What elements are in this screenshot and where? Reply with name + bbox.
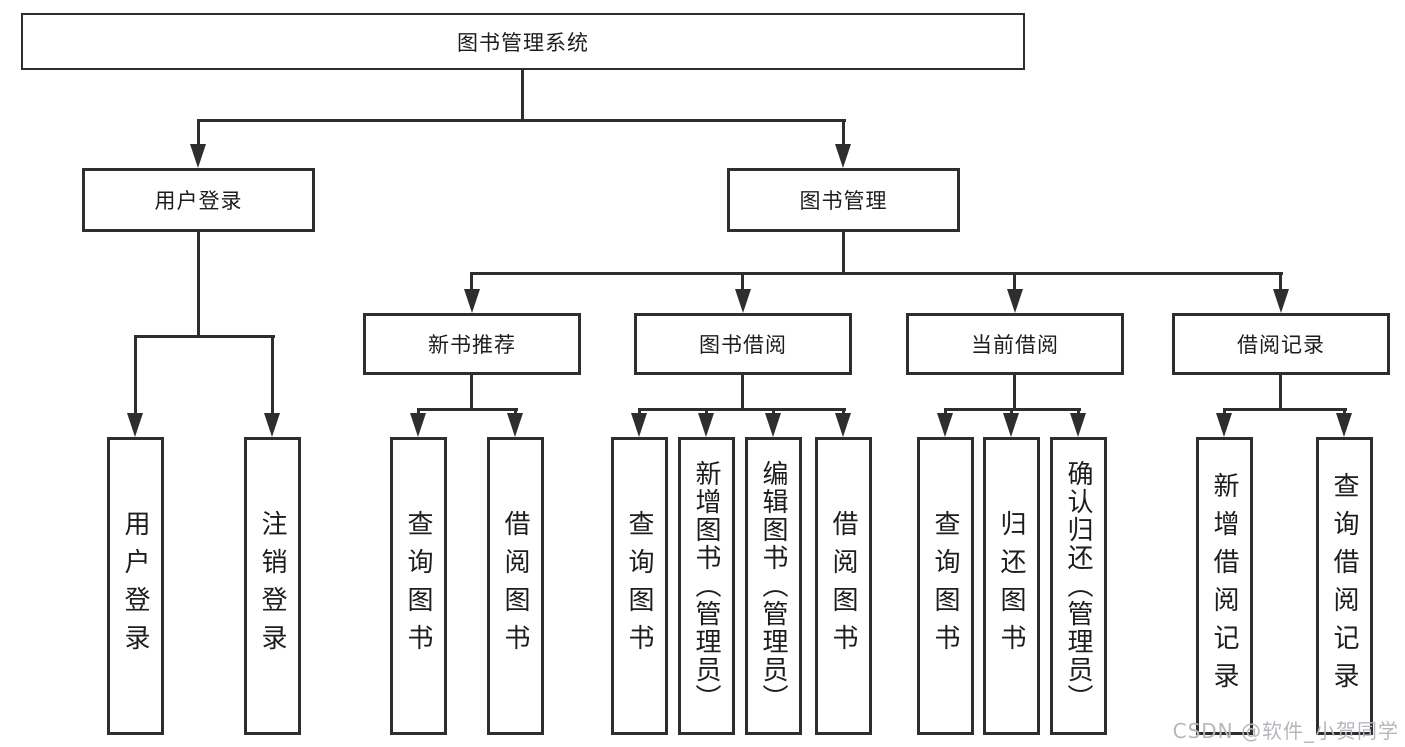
arrowhead-down-icon <box>1007 289 1023 313</box>
arrowhead-down-icon <box>631 413 647 437</box>
leaf-cb-return-book: 归还图书 <box>983 437 1040 735</box>
leaf-br-add-record: 新增借阅记录 <box>1196 437 1253 735</box>
leaf-br-query-record: 查询借阅记录 <box>1316 437 1373 735</box>
node-current-borrow: 当前借阅 <box>906 313 1124 375</box>
leaf-cb-confirm-return-admin: 确认归还（管理员） <box>1050 437 1107 735</box>
connector-vline <box>842 232 845 275</box>
leaf-logout: 注销登录 <box>244 437 301 735</box>
connector-hline <box>197 119 846 122</box>
arrowhead-down-icon <box>1336 413 1352 437</box>
node-user-login: 用户登录 <box>82 168 315 232</box>
connector-vline <box>271 335 274 420</box>
arrowhead-down-icon <box>835 144 851 168</box>
node-borrow-records: 借阅记录 <box>1172 313 1390 375</box>
connector-hline <box>470 272 1283 275</box>
connector-hline <box>638 408 846 411</box>
arrowhead-down-icon <box>1070 413 1086 437</box>
connector-vline <box>1279 272 1282 294</box>
connector-vline <box>1013 375 1016 411</box>
arrowhead-down-icon <box>1216 413 1232 437</box>
arrowhead-down-icon <box>190 144 206 168</box>
connector-vline <box>197 232 200 338</box>
node-book-borrow: 图书借阅 <box>634 313 852 375</box>
leaf-bb-borrow-book: 借阅图书 <box>815 437 872 735</box>
arrowhead-down-icon <box>127 413 143 437</box>
leaf-bb-add-book-admin: 新增图书（管理员） <box>678 437 735 735</box>
arrowhead-down-icon <box>1273 289 1289 313</box>
connector-vline <box>1279 375 1282 411</box>
leaf-cb-query-book: 查询图书 <box>917 437 974 735</box>
arrowhead-down-icon <box>698 413 714 437</box>
leaf-bb-edit-book-admin: 编辑图书（管理员） <box>745 437 802 735</box>
arrowhead-down-icon <box>264 413 280 437</box>
node-root-system: 图书管理系统 <box>21 13 1025 70</box>
leaf-user-login: 用户登录 <box>107 437 164 735</box>
arrowhead-down-icon <box>835 413 851 437</box>
connector-hline <box>1223 408 1347 411</box>
arrowhead-down-icon <box>735 289 751 313</box>
connector-vline <box>741 272 744 294</box>
node-new-book-recommend: 新书推荐 <box>363 313 581 375</box>
leaf-nb-borrow-book: 借阅图书 <box>487 437 544 735</box>
connector-hline <box>417 408 518 411</box>
watermark: CSDN @软件_小贺同学 <box>1172 719 1399 743</box>
connector-vline <box>470 272 473 294</box>
arrowhead-down-icon <box>1003 413 1019 437</box>
connector-vline <box>741 375 744 411</box>
node-book-management: 图书管理 <box>727 168 960 232</box>
arrowhead-down-icon <box>507 413 523 437</box>
leaf-bb-query-book: 查询图书 <box>611 437 668 735</box>
arrowhead-down-icon <box>937 413 953 437</box>
connector-vline <box>842 119 845 149</box>
connector-hline <box>134 335 275 338</box>
leaf-nb-query-book: 查询图书 <box>390 437 447 735</box>
arrowhead-down-icon <box>464 289 480 313</box>
arrowhead-down-icon <box>410 413 426 437</box>
arrowhead-down-icon <box>765 413 781 437</box>
connector-vline <box>521 70 524 122</box>
connector-vline <box>1013 272 1016 294</box>
connector-vline <box>134 335 137 420</box>
connector-vline <box>470 375 473 411</box>
connector-vline <box>197 119 200 149</box>
